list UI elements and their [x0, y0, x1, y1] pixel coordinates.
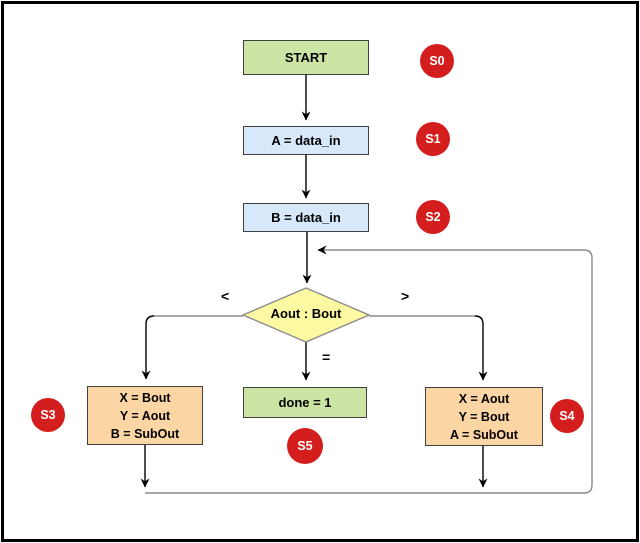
load-b-node: B = data_in — [243, 203, 369, 232]
state-badge-s2: S2 — [416, 200, 450, 234]
branch-label-less-than: < — [221, 288, 230, 304]
state-badge-s1: S1 — [416, 122, 450, 156]
swap-left-node: X = Bout Y = Aout B = SubOut — [87, 386, 203, 445]
compare-decision-label: Aout : Bout — [270, 306, 342, 321]
edge-compare-greater-to-swap-right — [474, 315, 488, 381]
start-node: START — [243, 40, 369, 75]
swap-right-line-2: Y = Bout — [458, 409, 510, 424]
state-badge-s3: S3 — [31, 398, 65, 432]
branch-label-greater-than: > — [401, 288, 410, 304]
load-a-node: A = data_in — [243, 126, 369, 155]
swap-right-line-1: X = Aout — [458, 391, 510, 406]
edge-feedback-loop — [145, 245, 593, 494]
state-badge-s5: S5 — [287, 428, 323, 464]
done-node: done = 1 — [243, 387, 367, 418]
swap-left-line-3: B = SubOut — [110, 426, 180, 441]
state-badge-s4: S4 — [550, 399, 584, 433]
swap-right-line-3: A = SubOut — [450, 427, 518, 442]
swap-right-node: X = Aout Y = Bout A = SubOut — [425, 387, 543, 446]
swap-left-line-2: Y = Aout — [119, 408, 171, 423]
swap-left-line-1: X = Bout — [119, 390, 171, 405]
edge-compare-less-to-swap-left — [141, 315, 155, 380]
compare-decision-diamond — [241, 287, 371, 343]
branch-label-equals: = — [322, 349, 331, 365]
state-badge-s0: S0 — [420, 44, 454, 78]
